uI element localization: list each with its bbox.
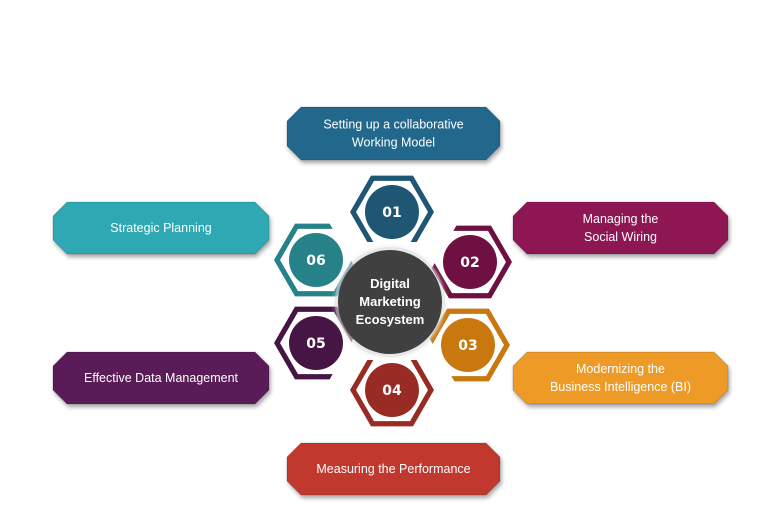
step-label-box-05: Effective Data Management	[52, 351, 270, 405]
step-node-06: 06	[274, 214, 369, 297]
step-label-line: Working Model	[352, 136, 435, 150]
step-number-circle	[365, 363, 419, 417]
step-number: 05	[306, 336, 325, 352]
step-number: 03	[458, 338, 477, 354]
step-node-01: 01	[350, 175, 434, 258]
step-number-circle	[441, 318, 495, 372]
center-label-line-2: Marketing	[359, 294, 420, 309]
step-number-circle	[443, 235, 497, 289]
step-node-03: 03	[415, 308, 510, 391]
center-label-line-1: Digital	[370, 276, 410, 291]
step-label-line: Managing the	[583, 212, 659, 226]
step-number-circle	[365, 185, 419, 239]
step-number: 01	[382, 205, 401, 221]
step-label-line: Strategic Planning	[110, 221, 212, 235]
center-label-line-3: Ecosystem	[356, 312, 425, 327]
ring-gap	[328, 214, 369, 268]
step-node-05: 05	[274, 306, 369, 389]
step-label-line: Business Intelligence (BI)	[550, 380, 691, 394]
ring-gap	[415, 337, 456, 391]
step-node-02: 02	[417, 216, 512, 299]
label-box-shape	[286, 442, 501, 496]
step-number: 06	[306, 253, 325, 269]
step-label-line: Measuring the Performance	[316, 462, 470, 476]
step-label-line: Modernizing the	[576, 362, 665, 376]
ring-gap	[417, 216, 458, 270]
step-number-circle	[289, 233, 343, 287]
step-label-line: Setting up a collaborative	[323, 118, 463, 132]
label-box-shape	[512, 351, 729, 405]
step-number-circle	[289, 316, 343, 370]
step-label-line: Social Wiring	[584, 230, 657, 244]
step-label-box-06: Strategic Planning	[52, 201, 270, 255]
step-label-line: Effective Data Management	[84, 371, 239, 385]
step-number: 02	[460, 255, 479, 271]
label-box-shape	[52, 351, 270, 405]
step-label-box-04: Measuring the Performance	[286, 442, 501, 496]
center-hub: Digital Marketing Ecosystem	[335, 247, 445, 357]
label-box-shape	[52, 201, 270, 255]
ring-gap	[328, 335, 369, 389]
label-box-shape	[286, 106, 501, 161]
step-number: 04	[382, 383, 402, 399]
center-circle	[338, 250, 442, 354]
label-box-shape	[512, 201, 729, 255]
